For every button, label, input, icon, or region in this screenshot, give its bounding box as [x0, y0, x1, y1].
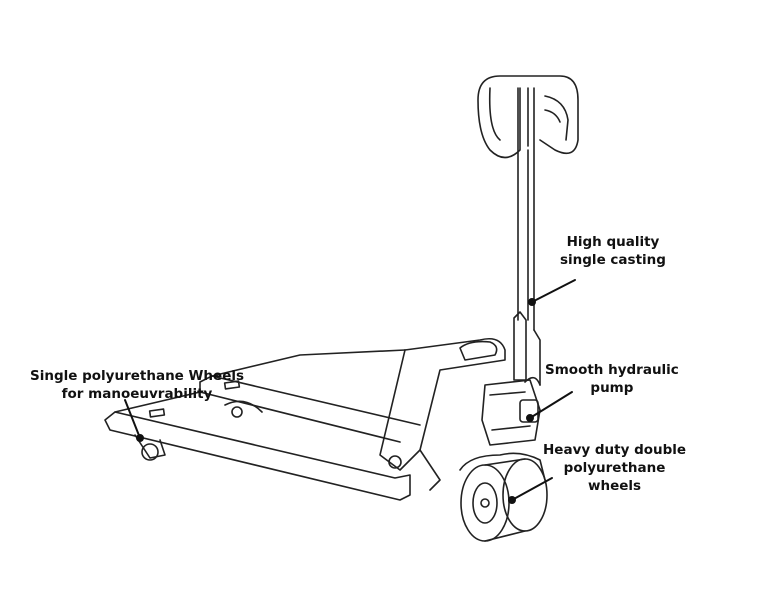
handle	[477, 75, 579, 159]
front-roller	[134, 434, 166, 461]
frame	[379, 337, 506, 491]
label-line: wheels	[588, 478, 642, 494]
shaft	[513, 87, 541, 386]
label-line: single casting	[560, 252, 666, 268]
label-line: Heavy duty double	[543, 442, 687, 458]
label-line: polyurethane	[563, 460, 666, 476]
pump	[481, 376, 541, 446]
label-wheels: Heavy duty double polyurethane wheels	[543, 441, 686, 495]
label-line: High quality	[566, 234, 660, 250]
steer-wheels	[459, 452, 548, 542]
label-front-wheels: Single polyurethane Wheels for manoeuvra…	[30, 367, 244, 403]
label-line: Smooth hydraulic	[545, 362, 679, 378]
label-casting: High quality single casting	[560, 233, 666, 269]
label-line: Single polyurethane Wheels	[30, 368, 245, 384]
label-line: pump	[590, 380, 634, 396]
label-pump: Smooth hydraulic pump	[545, 361, 679, 397]
label-line: for manoeuvrability	[61, 386, 213, 402]
callout-lines	[124, 279, 576, 504]
